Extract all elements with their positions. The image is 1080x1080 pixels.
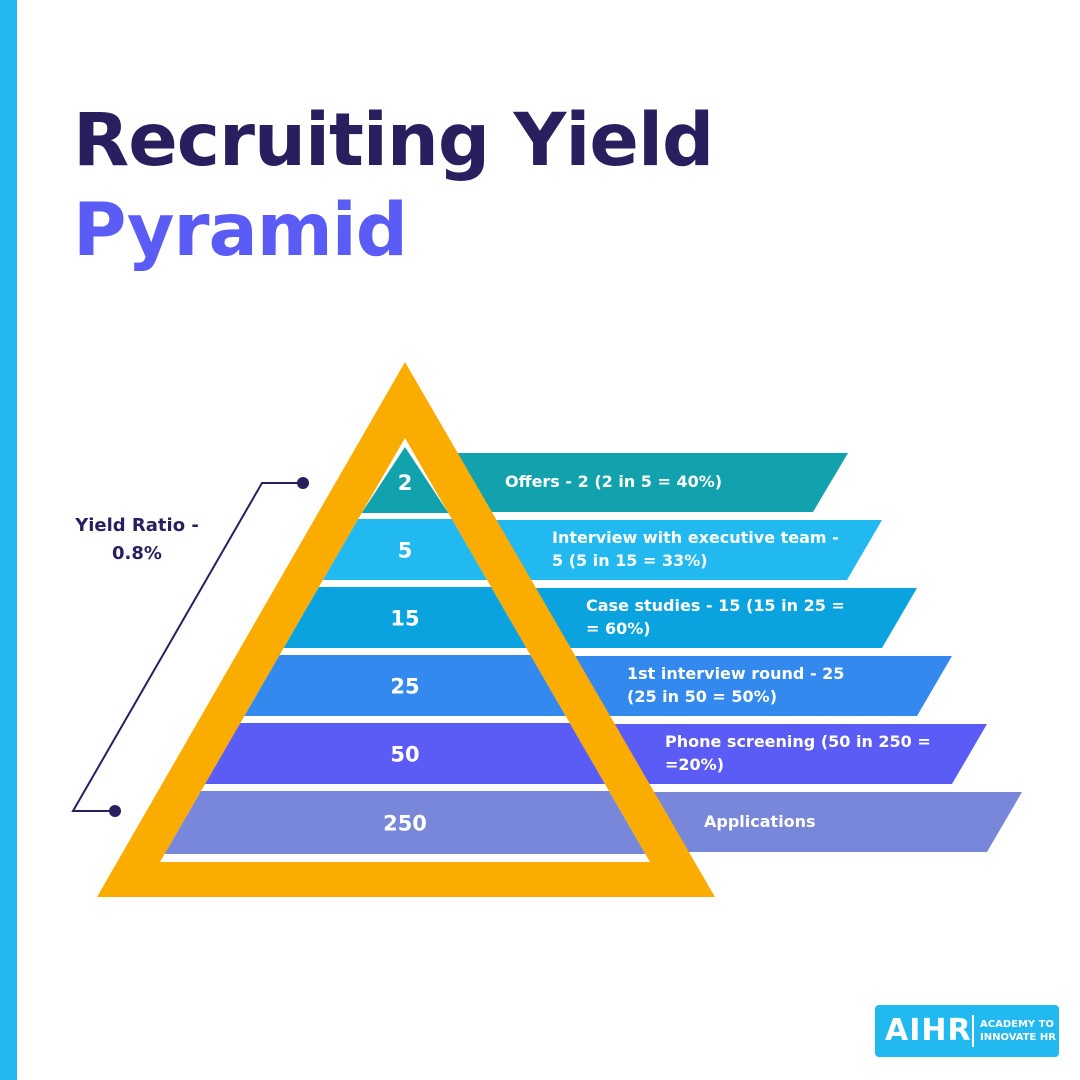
tier-description-line-2: (25 in 50 = 50%): [627, 687, 778, 706]
tier-number-3: 15: [390, 607, 419, 631]
tier-number-6: 250: [383, 812, 427, 836]
tier-description-line-1: Interview with executive team -: [552, 528, 839, 547]
tier-description-4: 1st interview round - 25 (25 in 50 = 50%): [627, 662, 927, 708]
logo-tagline: ACADEMY TO INNOVATE HR: [980, 1018, 1056, 1044]
tier-description-line-1: Phone screening (50 in 250 =: [665, 732, 931, 751]
tier-band-2: [430, 520, 882, 580]
tier-description-2: Interview with executive team - 5 (5 in 1…: [552, 526, 852, 572]
tier-description-line-1: Applications: [704, 811, 816, 831]
title-line-1: Recruiting Yield: [73, 98, 714, 183]
yield-ratio-title: Yield Ratio -: [75, 515, 199, 536]
tier-shape-3: [283, 587, 527, 648]
tier-description-6: Applications: [704, 810, 1004, 833]
tier-number-5: 50: [390, 743, 419, 767]
tier-description-line-1: Offers - 2 (2 in 5 = 40%): [505, 472, 723, 491]
accent-stripe: [0, 0, 17, 1080]
aihr-logo: AIHR ACADEMY TO INNOVATE HR: [875, 1005, 1059, 1057]
bracket-dot-bottom: [109, 805, 121, 817]
tier-description-5: Phone screening (50 in 250 = =20%): [665, 730, 965, 776]
yield-bracket-line: [71, 482, 303, 812]
tier-number-4: 25: [390, 675, 419, 699]
tier-shape-4: [244, 655, 566, 716]
logo-mark: AIHR: [885, 1013, 972, 1048]
tier-description-line-2: = 60%): [586, 619, 651, 638]
yield-ratio-label: Yield Ratio - 0.8%: [62, 512, 212, 568]
tier-description-1: Offers - 2 (2 in 5 = 40%): [505, 470, 805, 493]
tier-description-line-2: 5 (5 in 15 = 33%): [552, 551, 708, 570]
logo-tagline-2: INNOVATE HR: [980, 1032, 1056, 1043]
tier-shape-1: [361, 447, 449, 513]
tier-description-3: Case studies - 15 (15 in 25 = = 60%): [586, 594, 886, 640]
tier-shape-2: [322, 519, 488, 580]
tier-description-line-1: 1st interview round - 25: [627, 664, 845, 683]
tier-number-2: 5: [398, 539, 413, 563]
title-line-2: Pyramid: [73, 188, 408, 273]
tier-shape-5: [205, 723, 605, 784]
tier-shape-6: [164, 791, 646, 854]
tier-description-line-2: =20%): [665, 755, 725, 774]
tier-band-1: [430, 453, 848, 512]
logo-tagline-1: ACADEMY TO: [980, 1019, 1054, 1030]
yield-ratio-value: 0.8%: [112, 543, 162, 564]
tier-description-line-1: Case studies - 15 (15 in 25 =: [586, 596, 845, 615]
logo-divider: [972, 1015, 974, 1047]
tier-number-1: 2: [398, 471, 413, 495]
bracket-dot-top: [297, 477, 309, 489]
page-title: Recruiting Yield Pyramid: [73, 96, 714, 276]
